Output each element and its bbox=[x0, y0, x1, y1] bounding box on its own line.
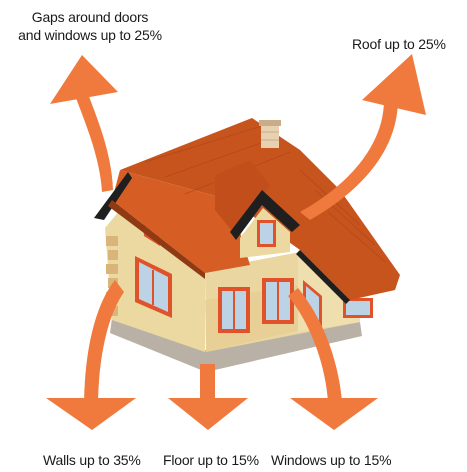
window-front-2 bbox=[262, 278, 294, 324]
arrow-roof bbox=[300, 54, 426, 220]
label-gaps-line1: Gaps around doors bbox=[31, 9, 149, 25]
label-windows: Windows up to 15% bbox=[271, 452, 392, 468]
roof-front-slope bbox=[112, 170, 250, 273]
arrow-windows bbox=[288, 288, 378, 430]
label-roof: Roof up to 25% bbox=[352, 36, 446, 52]
label-gaps-around-doors-and-windows: Gaps around doors and windows up to 25% bbox=[10, 8, 170, 44]
window-front-1 bbox=[218, 287, 250, 333]
chimney bbox=[259, 120, 281, 148]
label-walls: Walls up to 35% bbox=[43, 452, 141, 468]
window-wing-right bbox=[343, 298, 373, 318]
house bbox=[94, 118, 400, 372]
label-floor: Floor up to 15% bbox=[163, 452, 259, 468]
roof-main bbox=[120, 118, 400, 300]
arrow-walls bbox=[46, 280, 136, 430]
arrow-gaps bbox=[50, 55, 118, 192]
window-left-wall bbox=[135, 256, 172, 318]
arrow-floor bbox=[168, 364, 248, 430]
label-gaps-line2: and windows up to 25% bbox=[18, 27, 162, 43]
heat-loss-arrows bbox=[46, 54, 426, 430]
dormer bbox=[215, 160, 300, 258]
